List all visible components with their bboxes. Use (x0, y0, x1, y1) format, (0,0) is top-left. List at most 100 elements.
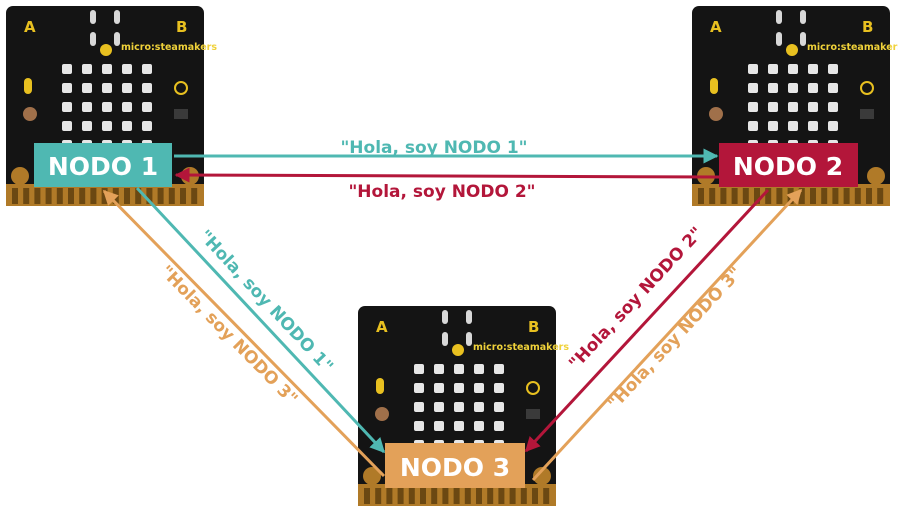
led (474, 421, 484, 431)
top-slot (466, 332, 472, 346)
connector-pin (420, 488, 426, 504)
message-n2-to-n1: "Hola, soy NODO 2" (348, 182, 535, 202)
led (434, 364, 444, 374)
led (62, 121, 72, 131)
top-slot (776, 10, 782, 24)
chip (174, 109, 188, 119)
connector-pin (169, 188, 175, 204)
led (768, 102, 778, 112)
connector-pin (532, 488, 538, 504)
led (142, 121, 152, 131)
connector-pin (386, 488, 392, 504)
led (494, 421, 504, 431)
led (748, 102, 758, 112)
connector-pin (90, 188, 96, 204)
led (122, 64, 132, 74)
connector-pin (454, 488, 460, 504)
brand-label: micro:steamakers (473, 342, 569, 353)
top-slot (776, 32, 782, 46)
led (82, 121, 92, 131)
connector-pin (832, 188, 838, 204)
connector-pin (743, 188, 749, 204)
led (788, 64, 798, 74)
node-2-label: NODO 2 (733, 152, 843, 181)
led (788, 83, 798, 93)
led (142, 102, 152, 112)
led (414, 402, 424, 412)
connector-pin (776, 188, 782, 204)
button-b-label: B (862, 18, 873, 36)
connector-pin (23, 188, 29, 204)
led (768, 64, 778, 74)
message-n2-to-n3: "Hola, soy NODO 2" (565, 223, 707, 373)
top-slot (114, 32, 120, 46)
connector-pin (442, 488, 448, 504)
led (122, 102, 132, 112)
led (454, 402, 464, 412)
led (434, 421, 444, 431)
node-1-label: NODO 1 (48, 152, 158, 181)
button-a-label: A (710, 18, 722, 36)
led (748, 83, 758, 93)
led (82, 83, 92, 93)
brand-label: micro:steamakers (807, 42, 898, 53)
chip (526, 409, 540, 419)
led (828, 64, 838, 74)
led (494, 383, 504, 393)
connector-pin (866, 188, 872, 204)
connector-pin (732, 188, 738, 204)
connector-pin (180, 188, 186, 204)
connector-pin (476, 488, 482, 504)
sensor-icon (709, 107, 723, 121)
connector-pin (158, 188, 164, 204)
node-3-label: NODO 3 (400, 453, 510, 482)
connector-pin (431, 488, 437, 504)
led (474, 402, 484, 412)
led (82, 102, 92, 112)
top-slot (442, 332, 448, 346)
pad-left (11, 167, 29, 185)
connector-pin (364, 488, 370, 504)
touch-logo-icon (786, 44, 798, 56)
connector-pin (720, 188, 726, 204)
led (474, 364, 484, 374)
led (82, 64, 92, 74)
microphone-icon (24, 78, 32, 94)
led (768, 83, 778, 93)
connector-pin (487, 488, 493, 504)
led (122, 121, 132, 131)
led (414, 421, 424, 431)
led (808, 102, 818, 112)
arrow-n2-to-n3 (526, 190, 768, 451)
connector-pin (34, 188, 40, 204)
led (414, 364, 424, 374)
led (454, 383, 464, 393)
led (474, 383, 484, 393)
connector-pin (844, 188, 850, 204)
led (62, 102, 72, 112)
connector-pin (521, 488, 527, 504)
connector-pin (398, 488, 404, 504)
node-3: NODO 3 (385, 443, 525, 488)
chip (860, 109, 874, 119)
connector-pin (498, 488, 504, 504)
led (454, 421, 464, 431)
connector-pin (821, 188, 827, 204)
connector-pin (409, 488, 415, 504)
connector-pin (543, 488, 549, 504)
connector-pin (877, 188, 883, 204)
led (102, 121, 112, 131)
pad-right (867, 167, 885, 185)
led (768, 121, 778, 131)
led (62, 64, 72, 74)
connector-pin (46, 188, 52, 204)
connector-pin (102, 188, 108, 204)
top-slot (114, 10, 120, 24)
led (828, 83, 838, 93)
connector-pin (698, 188, 704, 204)
connector-pin (810, 188, 816, 204)
sensor-icon (375, 407, 389, 421)
connector-pin (191, 188, 197, 204)
microphone-icon (376, 378, 384, 394)
